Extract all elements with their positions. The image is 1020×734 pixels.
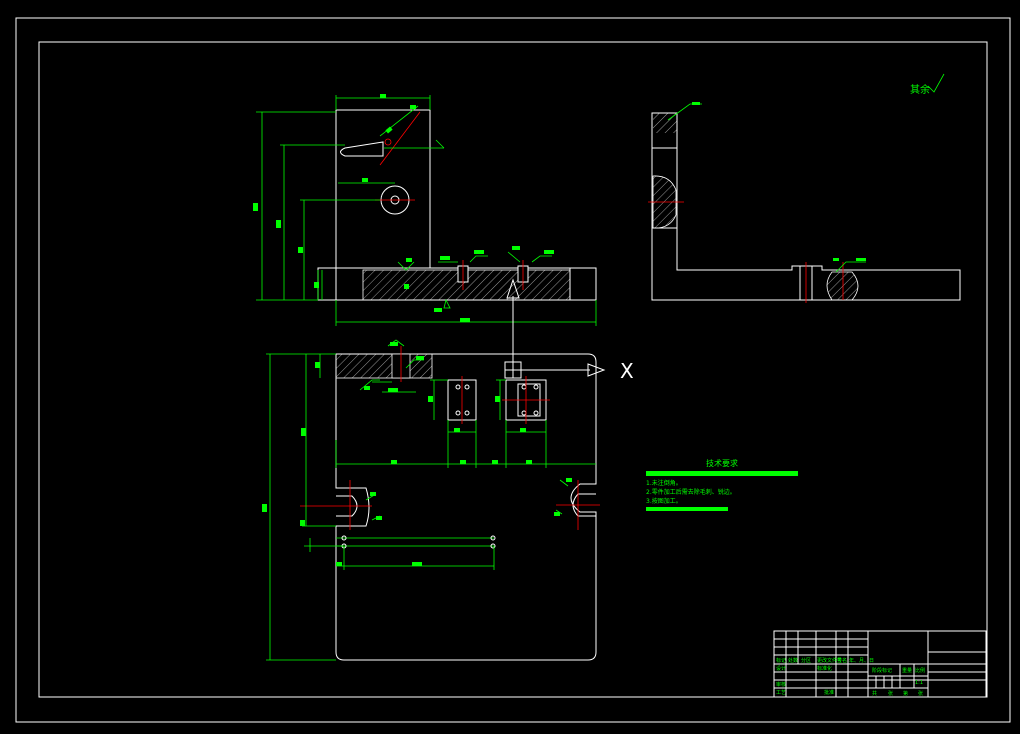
title-block: 标记 处数 分区 更改文件号 签名 年、月、日 设计 标准化 审核 工艺 批准 …: [773, 630, 987, 698]
top-view-hole-d: [490, 543, 496, 549]
svg-text:张: 张: [918, 690, 923, 697]
svg-text:签名: 签名: [837, 657, 847, 664]
svg-text:标准化: 标准化: [817, 665, 832, 672]
side-view-dim-text-1: [692, 102, 700, 105]
tech-requirements-line-2: 2.零件加工后需去除毛刺、锐边。: [646, 488, 736, 496]
top-view-dim-texts: [262, 342, 572, 566]
svg-text:批准: 批准: [824, 689, 834, 696]
front-view-upright-outline: [335, 109, 431, 268]
tech-requirements-line-3: 3.按图加工。: [646, 497, 682, 505]
tech-requirements-bar-bottom: [646, 507, 728, 511]
front-view: [253, 94, 597, 326]
svg-text:处数: 处数: [788, 657, 798, 664]
tech-requirements: 技术要求 1.未注倒角。 2.零件加工后需去除毛刺、锐边。 3.按图加工。: [646, 458, 798, 511]
svg-text:更改文件号: 更改文件号: [817, 657, 842, 664]
svg-text:比例: 比例: [915, 667, 925, 674]
roughness-symbol: [927, 73, 945, 93]
side-view-dim-text-2: [856, 258, 866, 261]
svg-text:年、月、日: 年、月、日: [849, 657, 874, 664]
title-block-texts: 标记 处数 分区 更改文件号 签名 年、月、日 设计 标准化 审核 工艺 批准 …: [776, 657, 925, 697]
top-view-hole-a: [341, 535, 347, 541]
front-view-diag-center: [379, 111, 421, 166]
svg-text:第: 第: [903, 690, 908, 697]
tech-requirements-bar-top: [646, 471, 798, 476]
view-x-label: X: [620, 359, 634, 383]
svg-text:共: 共: [872, 690, 877, 697]
svg-text:分区: 分区: [801, 657, 811, 664]
svg-text:工艺: 工艺: [776, 690, 786, 696]
svg-text:阶段标记: 阶段标记: [872, 667, 892, 674]
side-view-dimensions: [667, 103, 866, 273]
top-view: X: [262, 278, 634, 661]
svg-text:审核: 审核: [776, 681, 786, 688]
svg-text:张: 张: [888, 690, 893, 697]
side-view: [648, 102, 961, 303]
svg-text:1:1: 1:1: [915, 680, 923, 686]
svg-text:设计: 设计: [776, 665, 786, 672]
datum-y-arrow: [506, 278, 520, 299]
front-view-pin: [384, 138, 392, 146]
top-view-hole-c: [490, 535, 496, 541]
side-view-dim-text-3: [833, 258, 839, 261]
svg-text:重量: 重量: [902, 667, 912, 674]
side-view-base-section: [826, 271, 859, 301]
tech-requirements-title: 技术要求: [706, 458, 738, 468]
datum-x-arrow: [587, 363, 606, 377]
surface-roughness-note: 其余: [910, 73, 945, 96]
inner-frame: [38, 41, 988, 698]
outer-frame: [15, 17, 1011, 723]
front-view-slot-top: [340, 141, 384, 157]
title-block-grid: [774, 631, 986, 697]
svg-text:标记: 标记: [776, 657, 786, 664]
surface-roughness-text: 其余: [910, 83, 930, 96]
top-view-outline: [335, 353, 597, 661]
front-view-dim-texts: [253, 94, 554, 322]
tech-requirements-line-1: 1.未注倒角。: [646, 479, 682, 487]
